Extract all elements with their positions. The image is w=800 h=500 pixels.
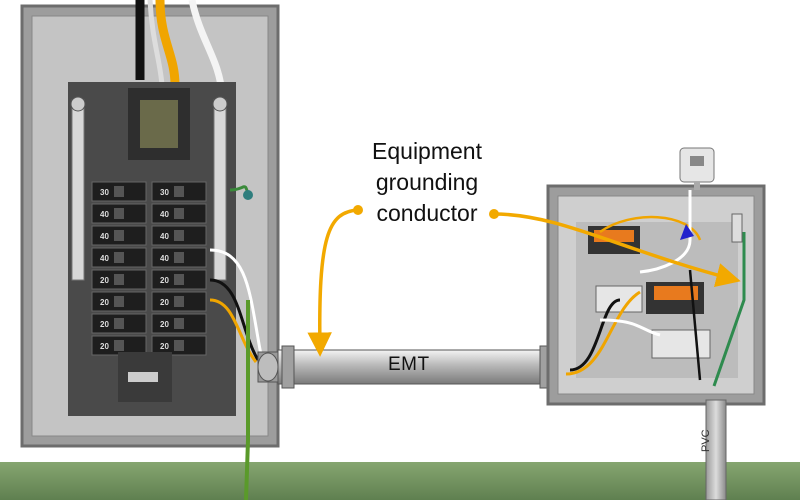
breaker-rating-right-3: 40 — [160, 232, 169, 241]
breaker-rating-right-5: 20 — [160, 276, 169, 285]
breaker-rating-right-6: 20 — [160, 298, 169, 307]
breaker-rating-right-4: 40 — [160, 254, 169, 263]
callout-line-1: Equipment — [372, 138, 482, 164]
pvc-pipe — [705, 399, 727, 500]
breaker-handle-right-6 — [174, 296, 184, 307]
breaker-rating-left-3: 40 — [100, 232, 109, 241]
breaker-handle-left-1 — [114, 186, 124, 197]
breaker-handle-left-2 — [114, 208, 124, 219]
breaker-rating-right-8: 20 — [160, 342, 169, 351]
breaker-rating-right-2: 40 — [160, 210, 169, 219]
breaker-handle-left-8 — [114, 340, 124, 351]
callout-title: Equipment grounding conductor — [352, 136, 502, 229]
breaker-handle-left-3 — [114, 230, 124, 241]
breaker-rating-left-6: 20 — [100, 298, 109, 307]
breaker-rating-right-1: 30 — [160, 188, 169, 197]
breaker-handle-left-4 — [114, 252, 124, 263]
breaker-handle-left-6 — [114, 296, 124, 307]
ground-strip — [0, 462, 800, 500]
breaker-handle-left-7 — [114, 318, 124, 329]
breaker-handle-right-1 — [174, 186, 184, 197]
service-panel: 30 40 40 40 20 20 20 20 30 40 40 40 20 20 20 20 — [20, 0, 280, 500]
pvc-label: PVC — [700, 429, 712, 452]
callout-line-3: conductor — [376, 200, 478, 226]
equipment-enclosure — [546, 147, 766, 406]
emt-label: EMT — [388, 354, 430, 375]
breaker-handle-left-5 — [114, 274, 124, 285]
breaker-handle-right-8 — [174, 340, 184, 351]
breaker-handle-right-7 — [174, 318, 184, 329]
callout-lines — [307, 205, 741, 357]
breaker-handle-right-2 — [174, 208, 184, 219]
breaker-handle-right-3 — [174, 230, 184, 241]
callout-line-2: grounding — [375, 169, 479, 195]
breaker-handle-right-4 — [174, 252, 184, 263]
breaker-rating-left-1: 30 — [100, 188, 109, 197]
breaker-rating-left-2: 40 — [100, 210, 109, 219]
breaker-grid: 30 40 40 40 20 20 20 20 30 40 40 40 20 20 20 20 — [91, 181, 207, 356]
breaker-rating-left-7: 20 — [100, 320, 109, 329]
breaker-rating-right-7: 20 — [160, 320, 169, 329]
breaker-rating-left-4: 40 — [100, 254, 109, 263]
breaker-handle-right-5 — [174, 274, 184, 285]
breaker-rating-left-8: 20 — [100, 342, 109, 351]
breaker-rating-left-5: 20 — [100, 276, 109, 285]
